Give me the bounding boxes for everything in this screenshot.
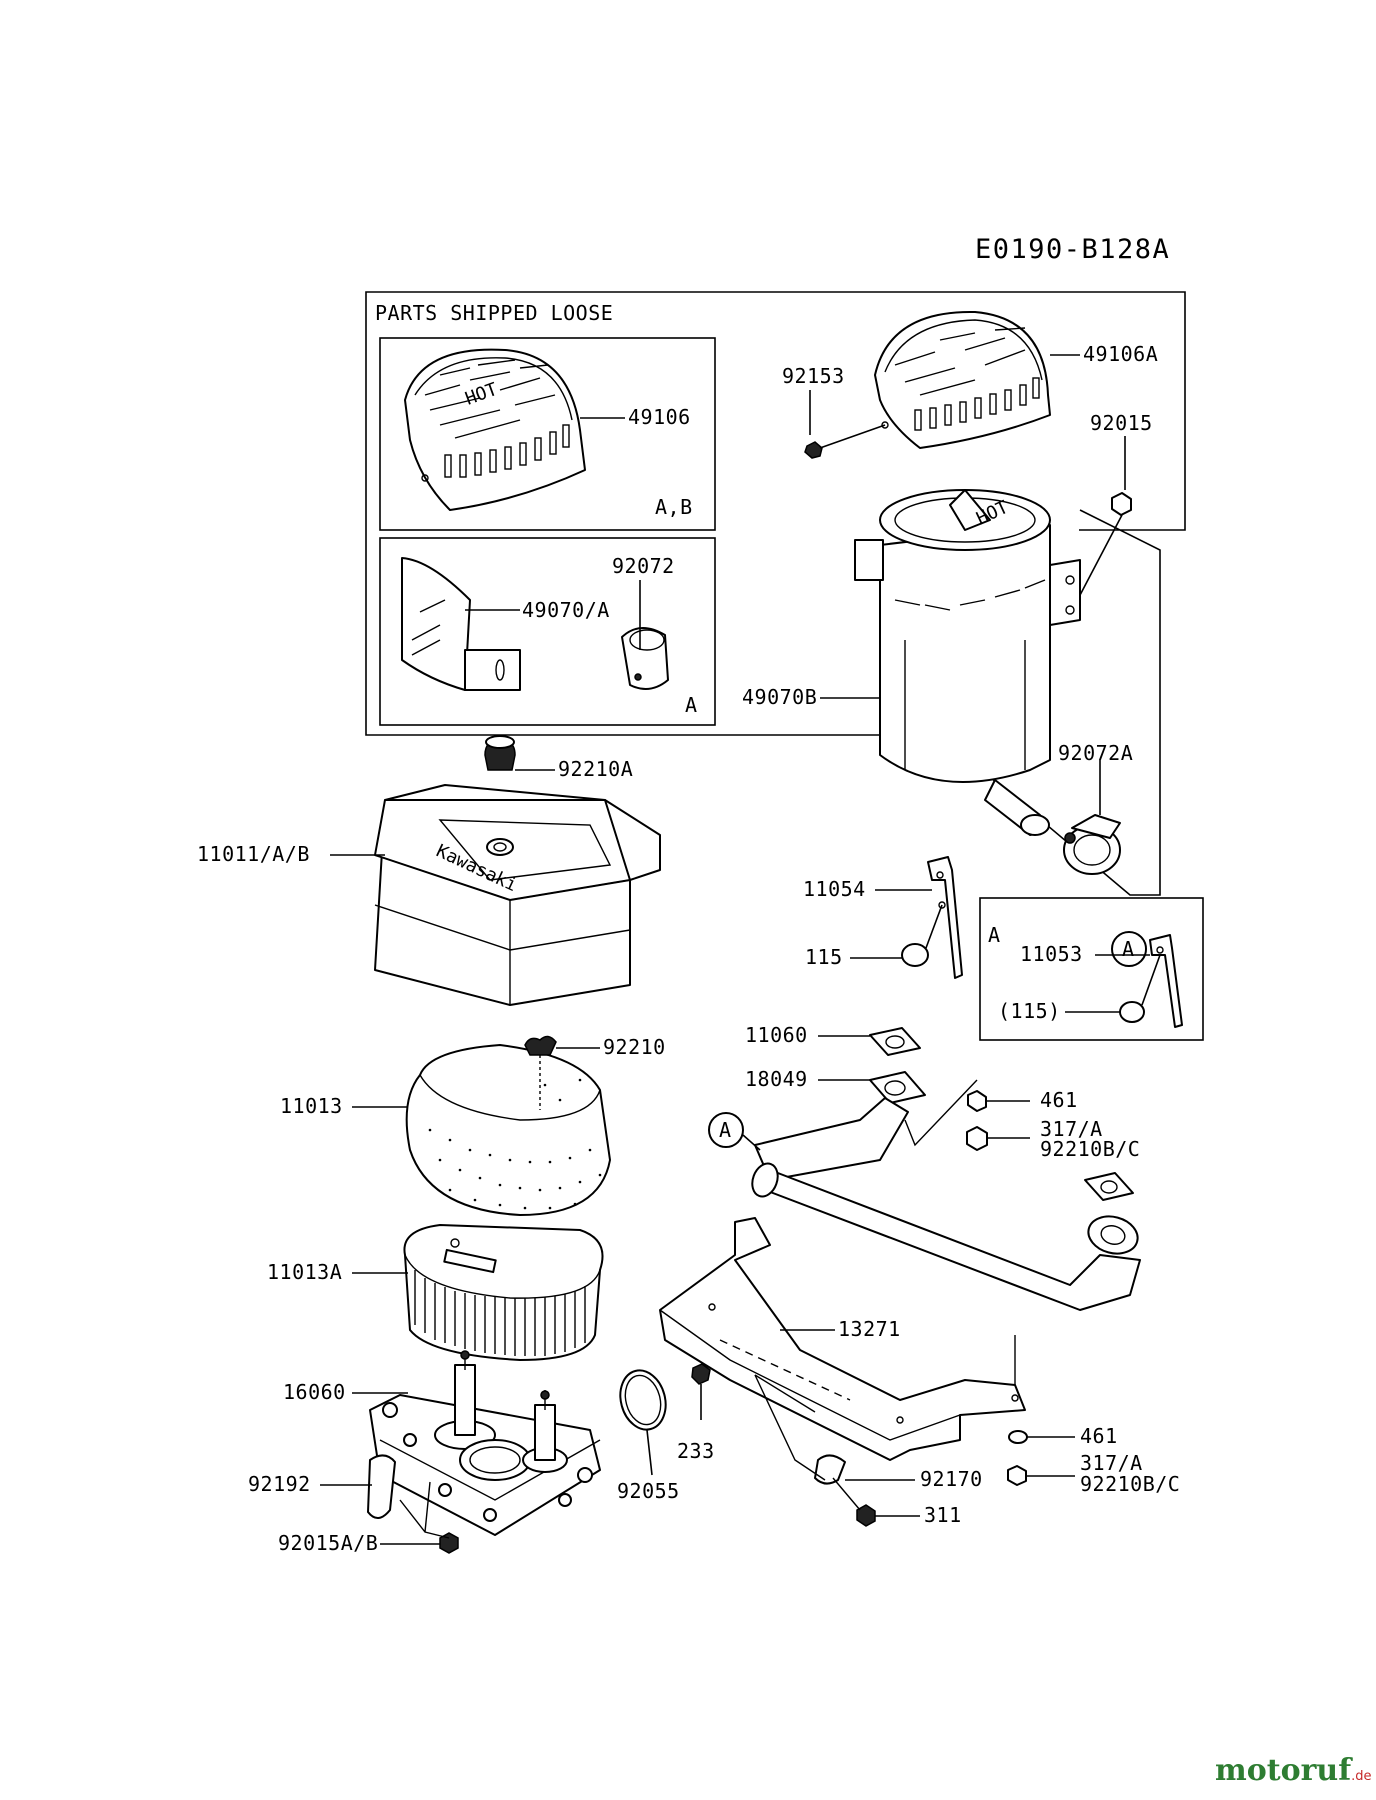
label-92055: 92055: [617, 1479, 680, 1503]
label-11054: 11054: [803, 877, 866, 901]
parts-shipped-loose-frame: PARTS SHIPPED LOOSE A,B A: [365, 291, 1186, 896]
label-18049: 18049: [745, 1067, 808, 1091]
heat-shield-49070A: [401, 557, 521, 691]
watermark-logo: motoruf.de: [1215, 1753, 1372, 1788]
label-11011: 11011/A/B: [197, 842, 310, 866]
label-461-lower: 461: [1080, 1424, 1118, 1448]
label-317-upper: 317/A: [1040, 1117, 1103, 1141]
inset-box-49070: [379, 537, 716, 726]
variant-ab-label: A,B: [655, 495, 693, 519]
detail-box-a: [979, 897, 1204, 1041]
muffler-cover-49106: HOT: [404, 348, 586, 511]
part-labels: 49106 49106A 92153 92015 92072 49070/A 4…: [197, 342, 1180, 1555]
air-filter-element-11013A: [403, 1224, 604, 1361]
label-11060: 11060: [745, 1023, 808, 1047]
label-92192: 92192: [248, 1472, 311, 1496]
pre-cleaner-11013: [405, 1044, 611, 1216]
muffler-49070B: HOT: [854, 489, 1081, 836]
label-13271: 13271: [838, 1317, 901, 1341]
label-49070A: 49070/A: [522, 598, 610, 622]
label-92072A: 92072A: [1058, 741, 1133, 765]
label-115: 115: [805, 945, 843, 969]
o-ring-92055: [619, 1369, 667, 1431]
watermark-tld: .de: [1351, 1769, 1371, 1784]
callout-a-upper-letter: A: [1122, 937, 1135, 961]
nut-317-lower: [1007, 1465, 1027, 1486]
label-49106: 49106: [628, 405, 691, 429]
label-11013: 11013: [280, 1094, 343, 1118]
label-115-paren: (115): [998, 999, 1061, 1023]
label-311: 311: [924, 1503, 962, 1527]
label-317-lower: 317/A: [1080, 1451, 1143, 1475]
label-92072: 92072: [612, 554, 675, 578]
wing-nut-92210: [524, 1035, 557, 1110]
inset-box-49106: [379, 337, 716, 531]
label-92153: 92153: [782, 364, 845, 388]
watermark-brand: motoruf: [1215, 1753, 1353, 1788]
callout-a-lower-letter: A: [719, 1118, 732, 1142]
label-233: 233: [677, 1439, 715, 1463]
nut-461-lower: [1008, 1430, 1028, 1444]
loose-box-title: PARTS SHIPPED LOOSE: [375, 301, 613, 325]
exhaust-pipe-18049: [751, 1071, 1141, 1311]
label-92015AB: 92015A/B: [278, 1531, 378, 1555]
label-461-upper: 461: [1040, 1088, 1078, 1112]
nut-92015: [1111, 492, 1132, 516]
callout-a-lower: [708, 1112, 744, 1148]
label-49106A: 49106A: [1083, 342, 1158, 366]
heat-shield-13271: [659, 1217, 1026, 1461]
label-92210B-lower: 92210B/C: [1080, 1472, 1180, 1496]
clamp-92170: [814, 1454, 846, 1485]
callout-a-upper: [1111, 931, 1147, 967]
muffler-cover-49106A: [874, 310, 1051, 449]
nut-317-upper: [966, 1126, 988, 1151]
knob-92210A: [484, 735, 516, 771]
nut-461-upper: [967, 1090, 987, 1112]
nut-311: [856, 1504, 876, 1527]
label-16060: 16060: [283, 1380, 346, 1404]
label-92210B-upper: 92210B/C: [1040, 1137, 1140, 1161]
label-49070B: 49070B: [742, 685, 817, 709]
detail-box-letter: A: [988, 923, 1001, 947]
label-92170: 92170: [920, 1467, 983, 1491]
breather-hose-92192: [367, 1454, 396, 1519]
bolt-233: [691, 1363, 711, 1385]
bracket-11054: [927, 856, 963, 979]
bolt-115: [901, 904, 943, 967]
bracket-11053: [1149, 934, 1183, 1028]
air-cleaner-base-16060: [369, 1350, 601, 1536]
label-92015: 92015: [1090, 411, 1153, 435]
label-11013A: 11013A: [267, 1260, 342, 1284]
diagram-code: E0190-B128A: [975, 234, 1170, 265]
air-cleaner-cover-11011: Kawasaki: [374, 784, 661, 1006]
clamp-92072: [621, 627, 669, 690]
label-92210A: 92210A: [558, 757, 633, 781]
svg-text:motoruf.de: motoruf.de: [1215, 1753, 1372, 1788]
leader-lines: [320, 354, 1150, 1545]
label-92210: 92210: [603, 1035, 666, 1059]
bolt-92153: [804, 424, 886, 459]
variant-a-label: A: [685, 693, 698, 717]
nut-92015AB: [439, 1532, 459, 1554]
clamp-92072A: [1063, 814, 1121, 875]
label-11053: 11053: [1020, 942, 1083, 966]
gasket-11060: [869, 1027, 921, 1056]
